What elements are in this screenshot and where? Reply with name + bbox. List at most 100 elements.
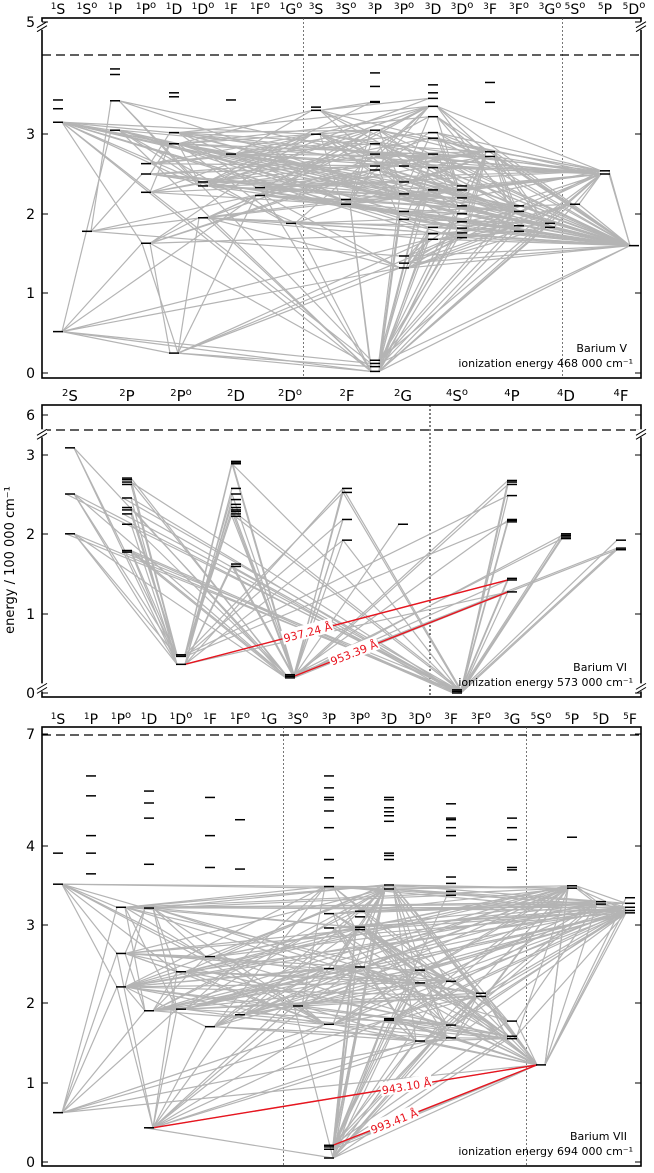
transition-line: [206, 105, 430, 187]
transition-line: [493, 151, 631, 247]
transition-line: [407, 181, 459, 191]
term-label: 3Fo: [471, 710, 491, 728]
transition-line: [332, 886, 357, 930]
transition-line: [206, 137, 430, 219]
transition-line: [61, 331, 372, 365]
term-label: 1F: [203, 712, 217, 728]
term-label: 1Go: [280, 0, 303, 18]
transition-line: [263, 195, 372, 372]
axis-break-mark: [36, 432, 48, 440]
transition-line: [152, 884, 386, 909]
y-tick-label: 2: [26, 527, 35, 543]
transition-line: [332, 1023, 448, 1039]
term-label: 1D: [166, 2, 183, 18]
transition-line: [301, 912, 627, 1007]
transition-line: [332, 888, 386, 1146]
transition-line: [141, 243, 179, 354]
transition-line: [73, 533, 287, 679]
axis-break-mark: [36, 25, 48, 33]
transition-line: [465, 173, 602, 187]
transition-line: [122, 551, 462, 691]
transition-line: [61, 121, 112, 131]
transition-line: [124, 928, 357, 955]
y-tick-label: 0: [26, 366, 35, 382]
transition-line: [392, 1019, 509, 1040]
transition-line: [465, 203, 572, 239]
transition-line: [515, 912, 627, 1037]
transition-line: [177, 143, 288, 224]
transition-line: [454, 912, 627, 1039]
transition-line: [392, 1019, 417, 1042]
transition-line: [124, 952, 326, 970]
transition-line: [149, 217, 200, 244]
term-label: 3Po: [350, 710, 370, 728]
transition-line: [378, 245, 631, 372]
term-label: 1Do: [170, 710, 193, 728]
transition-line: [493, 155, 602, 175]
transition-line: [332, 884, 386, 1025]
transition-line: [332, 1040, 417, 1146]
transition-line: [149, 132, 171, 164]
transition-line: [407, 193, 459, 199]
transition-line: [152, 907, 207, 958]
transition-line: [578, 173, 602, 205]
transition-line: [124, 906, 448, 982]
transition-line: [213, 968, 326, 1028]
transition-line: [423, 982, 448, 1026]
transition-line: [213, 926, 357, 958]
transition-line: [522, 225, 631, 247]
transition-line: [61, 883, 207, 958]
transition-line: [378, 205, 459, 364]
transition-line: [263, 105, 430, 197]
axis-break-mark: [36, 21, 48, 29]
transition-line: [575, 887, 598, 905]
transition-line: [184, 493, 233, 657]
y-axis-label: energy / 100 000 cm⁻¹: [3, 486, 18, 634]
transition-line: [116, 986, 154, 1128]
transition-line: [392, 982, 417, 1020]
axis-break-mark: [635, 21, 647, 29]
transition-line: [61, 1037, 448, 1114]
transition-line: [61, 121, 372, 372]
transition-line: [61, 907, 118, 1113]
term-label: 2D: [227, 387, 245, 405]
transition-line: [454, 906, 627, 982]
term-label: 1Fo: [250, 0, 270, 18]
transition-line: [460, 533, 563, 691]
transition-line: [378, 167, 430, 361]
transition-line: [363, 912, 627, 968]
term-label: 2F: [339, 387, 354, 405]
term-label: 1F: [224, 2, 238, 18]
term-label: 3F: [483, 2, 497, 18]
transition-line: [378, 169, 459, 229]
transition-line: [392, 888, 598, 903]
transition-line: [407, 167, 430, 212]
transition-line: [423, 1038, 509, 1042]
transition-line: [423, 887, 569, 1042]
transition-line: [493, 156, 516, 212]
transition-line: [332, 927, 357, 1146]
highlighted-transition-line: [293, 591, 509, 677]
transition-line: [206, 97, 430, 183]
transition-line: [124, 986, 146, 1012]
transition-line: [301, 1005, 326, 1025]
transition-line: [407, 155, 487, 183]
transition-line: [454, 885, 569, 982]
transition-line: [522, 170, 602, 212]
transition-line: [454, 1024, 509, 1037]
wavelength-label-bg: [379, 1074, 434, 1097]
transition-line: [61, 953, 118, 1113]
transition-line: [423, 1040, 538, 1066]
transition-line: [234, 105, 430, 155]
transition-line: [392, 884, 569, 889]
transition-line: [130, 479, 178, 655]
y-tick-label: 1: [26, 286, 35, 302]
term-label: 3D: [381, 712, 398, 728]
transition-line: [342, 492, 462, 692]
transition-line: [231, 493, 295, 675]
transition-line: [436, 137, 631, 247]
axis-break-mark: [36, 686, 48, 694]
transition-line: [465, 237, 631, 247]
